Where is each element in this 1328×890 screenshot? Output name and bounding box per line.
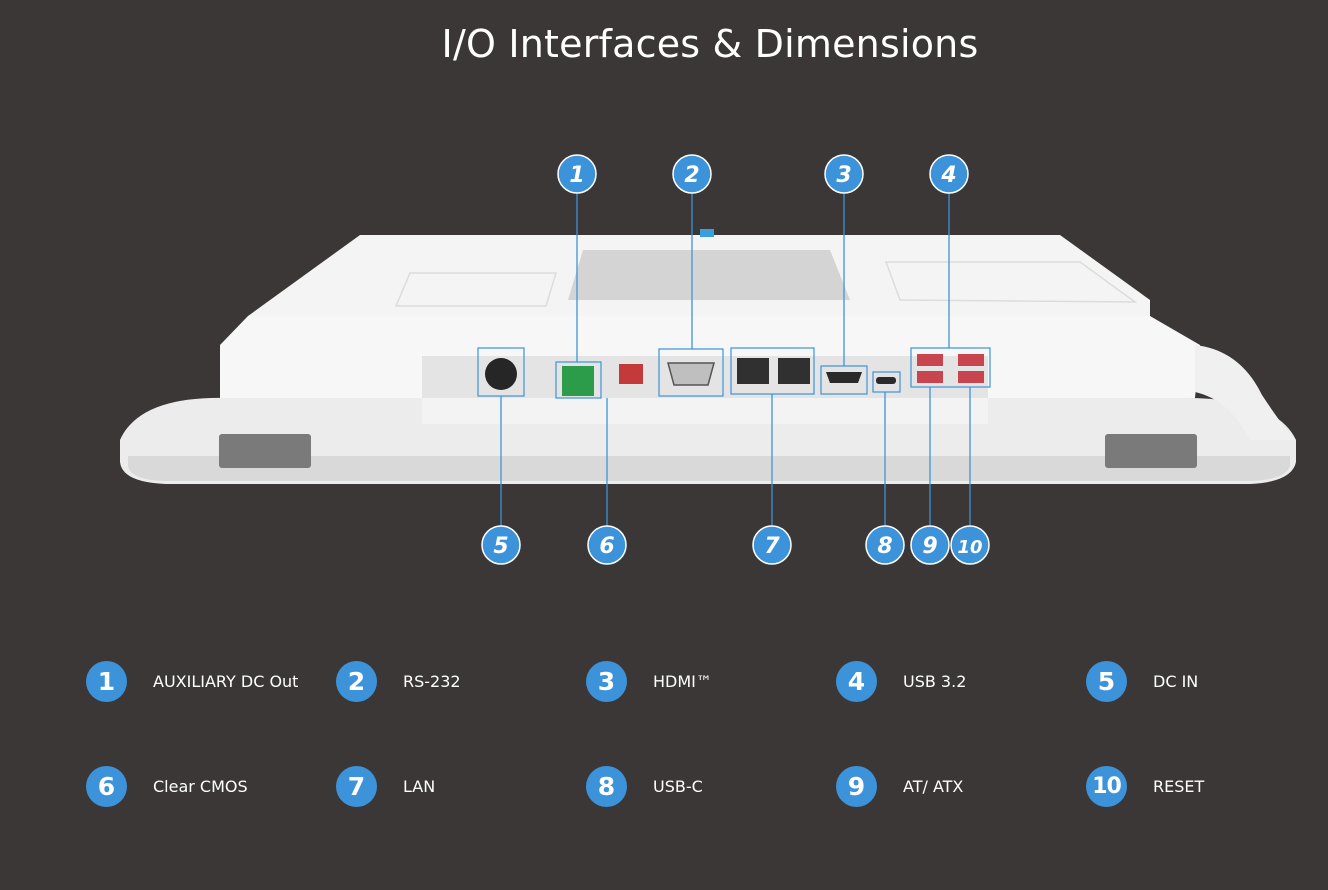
legend-number-badge: 10 [1086, 766, 1127, 807]
callout-circle [481, 525, 521, 565]
callout-circle [950, 525, 990, 565]
callout-marker-7: 7 [752, 525, 792, 565]
callout-circle [910, 525, 950, 565]
legend-label: AT/ ATX [903, 777, 964, 796]
callout-marker-6: 6 [587, 525, 627, 565]
lan-port-2 [778, 358, 810, 384]
usbc-port [876, 377, 896, 384]
legend-label: HDMI™ [653, 672, 712, 691]
legend-number-badge: 3 [586, 661, 627, 702]
legend-label: RS-232 [403, 672, 461, 691]
callout-marker-5: 5 [481, 525, 521, 565]
callout-number: 4 [940, 163, 956, 188]
legend-label: Clear CMOS [153, 777, 248, 796]
callout-circle [824, 154, 864, 194]
callout-number: 1 [569, 163, 584, 188]
legend-item: 3 HDMI™ [586, 661, 712, 702]
usb-port-2 [958, 354, 984, 366]
legend-item: 4 USB 3.2 [836, 661, 966, 702]
callout-circle [587, 525, 627, 565]
legend-item: 5 DC IN [1086, 661, 1198, 702]
callout-circle [672, 154, 712, 194]
legend-item: 1 AUXILIARY DC Out [86, 661, 298, 702]
callout-markers: 1 2 3 4 5 6 7 8 9 10 [481, 154, 990, 565]
legend-label: USB 3.2 [903, 672, 967, 691]
callout-number: 5 [493, 534, 508, 559]
legend-item: 6 Clear CMOS [86, 766, 248, 807]
legend-label: LAN [403, 777, 436, 796]
legend-item: 7 LAN [336, 766, 435, 807]
dc-in-port [485, 358, 517, 390]
legend-number-badge: 2 [336, 661, 377, 702]
callout-leader-lines [500, 193, 971, 527]
legend-number-badge: 6 [86, 766, 127, 807]
callout-circle [929, 154, 969, 194]
lan-port-1 [737, 358, 769, 384]
legend-number-badge: 5 [1086, 661, 1127, 702]
legend-label: RESET [1153, 777, 1205, 796]
callout-marker-9: 9 [910, 525, 950, 565]
legend-number-badge: 8 [586, 766, 627, 807]
callout-number: 8 [877, 534, 892, 559]
callout-number: 7 [764, 534, 780, 559]
callout-marker-4: 4 [929, 154, 969, 194]
callout-number: 10 [957, 537, 982, 558]
legend-number-badge: 4 [836, 661, 877, 702]
callout-circle [557, 154, 597, 194]
callout-marker-3: 3 [824, 154, 864, 194]
callout-circle [865, 525, 905, 565]
legend-number-badge: 9 [836, 766, 877, 807]
usb-port-3 [917, 371, 943, 383]
aux-dc-out-port [562, 366, 594, 396]
legend-item: 2 RS-232 [336, 661, 461, 702]
callout-marker-8: 8 [865, 525, 905, 565]
legend-label: AUXILIARY DC Out [153, 672, 299, 691]
usb-port-4 [958, 371, 984, 383]
callout-marker-2: 2 [672, 154, 712, 194]
callout-number: 3 [836, 163, 851, 188]
callout-marker-10: 10 [950, 525, 990, 565]
legend-label: DC IN [1153, 672, 1199, 691]
legend-item: 10 RESET [1086, 766, 1204, 807]
legend-number-badge: 1 [86, 661, 127, 702]
legend-item: 8 USB-C [586, 766, 703, 807]
callout-marker-1: 1 [557, 154, 597, 194]
callout-number: 6 [599, 534, 614, 559]
page-title: I/O Interfaces & Dimensions [441, 22, 979, 66]
device-illustration [120, 229, 1296, 484]
callout-number: 2 [684, 163, 699, 188]
rs232-port [667, 362, 715, 386]
legend-label: USB-C [653, 777, 703, 796]
callout-number: 9 [922, 534, 937, 559]
legend-number-badge: 7 [336, 766, 377, 807]
usb-port-1 [917, 354, 943, 366]
callout-circle [752, 525, 792, 565]
hdmi-port [826, 372, 862, 383]
legend-item: 9 AT/ ATX [836, 766, 963, 807]
